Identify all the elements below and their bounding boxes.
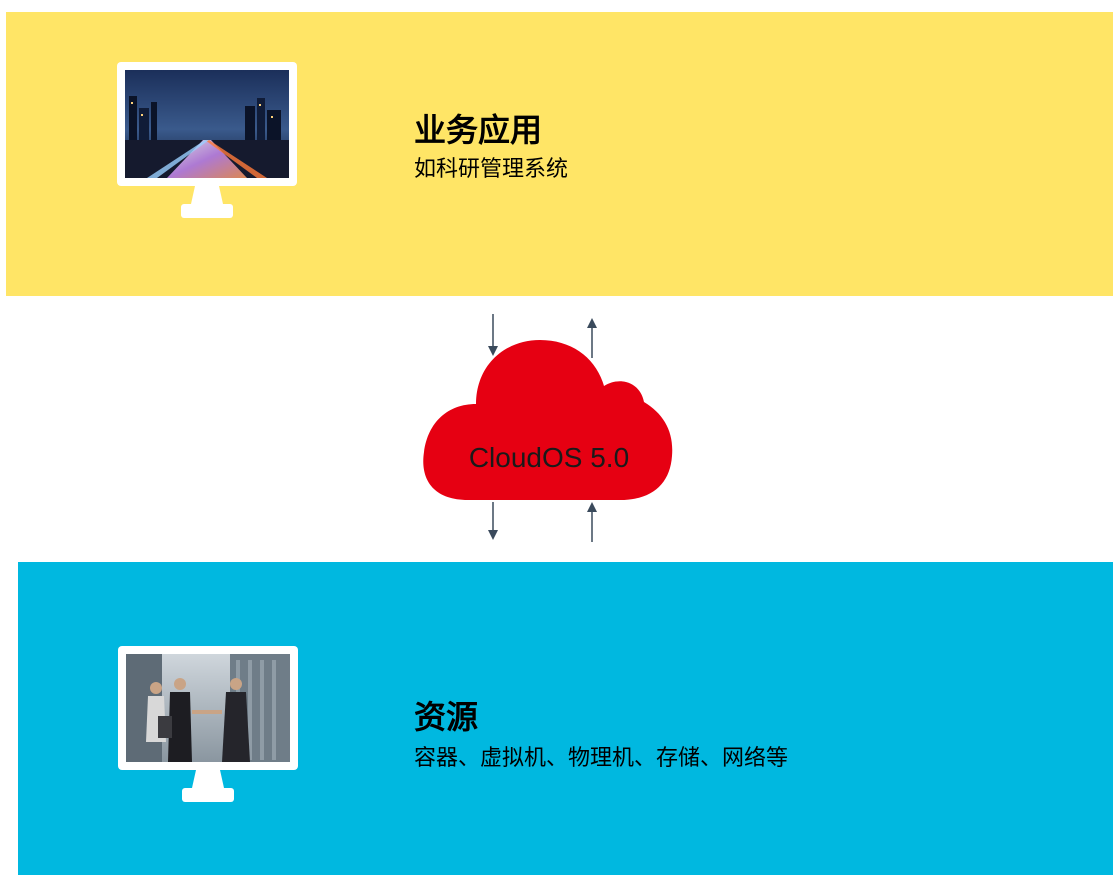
resources-subtitle: 容器、虚拟机、物理机、存储、网络等 [414,746,789,771]
arrow-down-out-of-cloud [488,502,498,540]
city-night-traffic-monitor-icon [117,62,297,220]
arrow-up-into-cloud [587,502,597,542]
resources-title: 资源 [414,698,479,736]
business-application-subtitle: 如科研管理系统 [414,157,569,182]
cloud-label: CloudOS 5.0 [468,442,630,473]
business-application-title: 业务应用 [414,111,543,149]
business-handshake-monitor-icon [118,646,298,804]
cloud-icon [423,340,673,500]
arrow-down-into-cloud [488,314,498,356]
arrow-up-out-of-cloud [587,318,597,358]
